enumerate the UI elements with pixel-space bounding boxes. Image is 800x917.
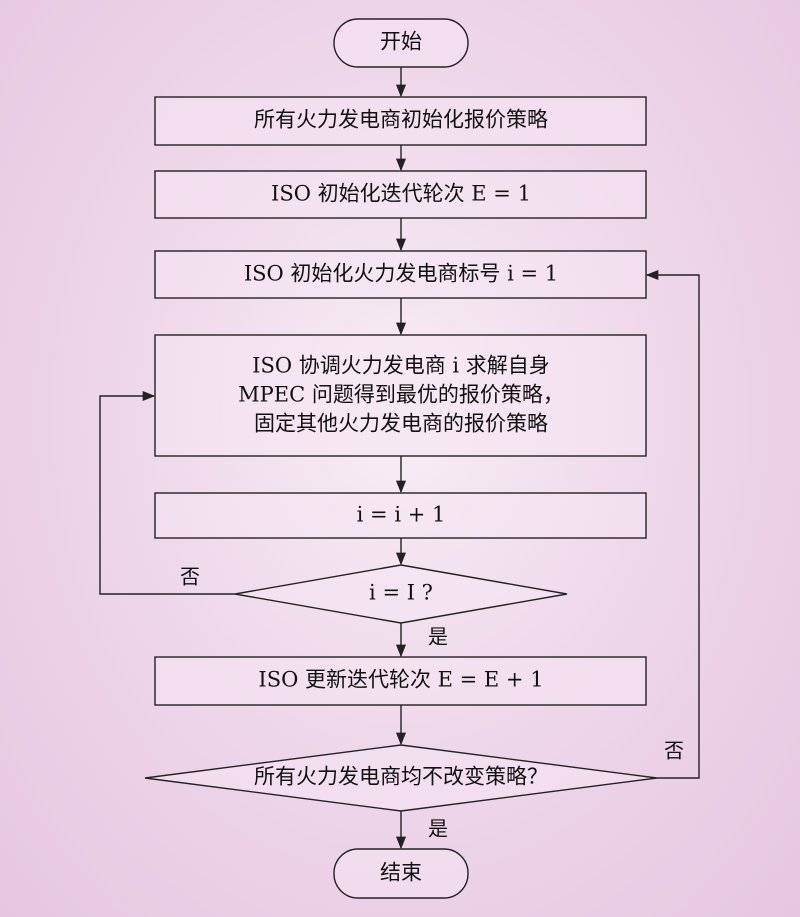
solve-mpec-line-2: MPEC 问题得到最优的报价策略， — [238, 383, 564, 407]
index-no-label: 否 — [180, 565, 200, 589]
init-strategy-box — [154, 96, 647, 146]
converged-no-label: 否 — [664, 739, 684, 763]
end-label: 结束 — [380, 861, 422, 885]
solve-mpec-box — [154, 334, 647, 457]
solve-mpec-line-1: ISO 协调火力发电商 i 求解自身 — [252, 354, 550, 378]
end-terminal — [333, 848, 469, 899]
init-index-label: ISO 初始化火力发电商标号 i = 1 — [244, 262, 558, 286]
init-strategy-label: 所有火力发电商初始化报价策略 — [254, 108, 548, 132]
index-yes-label: 是 — [428, 625, 448, 649]
converged-yes-label: 是 — [428, 817, 448, 841]
init-iteration-label: ISO 初始化迭代轮次 E = 1 — [271, 182, 531, 206]
index-decision-label: i = I ? — [369, 581, 433, 605]
update-iteration-box — [154, 656, 647, 706]
solve-mpec-line-3: 固定其他火力发电商的报价策略 — [254, 412, 548, 436]
converged-decision-label: 所有火力发电商均不改变策略？ — [254, 765, 548, 789]
update-iteration-label: ISO 更新迭代轮次 E = E + 1 — [258, 668, 543, 692]
increment-label: i = i + 1 — [357, 503, 446, 527]
increment-box — [154, 492, 647, 539]
start-label: 开始 — [380, 30, 422, 54]
